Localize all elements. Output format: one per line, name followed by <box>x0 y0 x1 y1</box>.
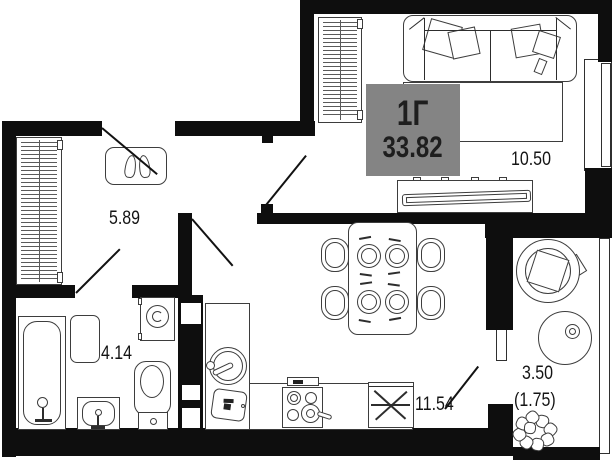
washer-bracket <box>138 298 142 305</box>
hood-panel <box>287 377 319 386</box>
wall-hall-top-right <box>175 121 315 136</box>
chair-icon <box>417 238 445 272</box>
vent-shaft-cell <box>182 408 200 428</box>
stove-burner <box>290 394 298 402</box>
washbasin-tap-stem <box>97 416 99 428</box>
tv-stand-foot <box>471 177 479 181</box>
window-icon <box>601 63 611 167</box>
vent-shaft-cell <box>182 385 200 400</box>
hallway-area-label: 5.89 <box>109 208 141 229</box>
wardrobe-bracket <box>57 272 63 283</box>
living-room-area-label: 10.50 <box>511 149 551 170</box>
plant-leaf <box>523 421 537 435</box>
unit-type-label: 1Г <box>397 94 429 133</box>
wall-balcony-left <box>486 213 513 330</box>
wall-balcony-step <box>488 404 513 456</box>
wall-bathroom-top-left <box>14 285 75 298</box>
chair-inner <box>421 290 441 316</box>
wardrobe-bracket <box>57 140 63 150</box>
pillow-icon <box>447 26 481 60</box>
tv-stand-foot <box>441 177 449 181</box>
water-heater-icon <box>70 315 100 363</box>
wardrobe-spine <box>39 140 40 282</box>
washbasin-tap-bar <box>91 426 105 429</box>
bathtub-tap <box>42 408 44 420</box>
vent-shaft-cell <box>181 303 201 324</box>
balcony-area-label: 3.50 <box>522 363 554 384</box>
bathroom-area-label: 4.14 <box>101 343 133 364</box>
wall-bottom <box>2 428 513 456</box>
table-center-mark <box>569 328 576 335</box>
wall-right-upper <box>598 0 612 62</box>
fridge-line <box>369 386 413 387</box>
washbasin-tap <box>95 409 102 416</box>
round-chair-inner <box>525 248 571 294</box>
unit-total-area: 33.82 <box>382 131 444 164</box>
board-hole <box>240 403 246 409</box>
wall-hall-top-left <box>2 121 102 136</box>
wall-top <box>300 0 612 14</box>
bathtub-drain <box>37 397 48 408</box>
shoe-cabinet-icon <box>105 147 167 185</box>
bathtub-inner <box>23 321 61 425</box>
stove-burner <box>287 409 299 421</box>
balcony-door-frame <box>496 327 507 361</box>
kitchen-area-label: 11.54 <box>415 394 454 415</box>
round-table-icon <box>538 311 592 365</box>
door-swing-bathroom <box>75 248 121 294</box>
wardrobe-spine <box>340 20 341 120</box>
wardrobe-bracket <box>357 19 363 29</box>
chair-inner <box>325 290 345 316</box>
washing-machine-drum <box>152 311 163 322</box>
balcony-coefficient-label: (1.75) <box>514 390 556 411</box>
pan-inner <box>306 409 315 418</box>
wall-bathroom-top-right <box>132 285 178 298</box>
washer-bracket <box>138 333 142 340</box>
plate-inner <box>389 294 405 310</box>
sofa-backrest-line <box>424 30 556 31</box>
wall-stub-door <box>261 204 273 214</box>
board-item <box>223 403 232 411</box>
wardrobe-icon <box>16 137 62 285</box>
cutting-board-icon <box>210 387 248 423</box>
door-swing-kitchen <box>191 218 234 267</box>
sink-tap <box>206 361 215 370</box>
sofa-seat-divider <box>490 31 491 81</box>
stove-burner <box>287 391 301 405</box>
chair-icon <box>321 286 349 320</box>
chair-icon <box>417 286 445 320</box>
unit-area-badge: 1Г 33.82 <box>366 84 460 176</box>
plate-inner <box>361 294 377 310</box>
board-item <box>223 398 234 404</box>
stove-burner <box>305 392 317 404</box>
wall-hall-kitchen <box>178 213 192 295</box>
plate-inner <box>361 248 377 264</box>
table-center-mark <box>565 324 580 339</box>
dining-table-icon <box>348 222 417 335</box>
chair-inner <box>421 242 441 268</box>
washing-machine-door <box>146 305 169 328</box>
wall-living-left <box>300 0 314 136</box>
toilet-button <box>150 418 157 425</box>
hood-mark <box>293 380 303 384</box>
chair-icon <box>321 238 349 272</box>
bathtub-tap-bar <box>35 419 52 422</box>
wardrobe-icon <box>318 17 362 123</box>
plate-inner <box>389 248 405 264</box>
toilet-bowl <box>140 365 164 398</box>
wall-living-kitchen <box>257 213 612 224</box>
wall-left <box>2 121 16 457</box>
wardrobe-bracket <box>357 110 363 120</box>
tv-stand-foot <box>413 177 421 181</box>
sofa-armrest-line <box>424 18 425 80</box>
sofa-armrest-line <box>556 18 557 80</box>
door-swing-living <box>261 154 307 211</box>
balcony-glazing <box>599 238 610 454</box>
tv-screen-line <box>405 192 528 204</box>
wall-stub-hall <box>262 135 273 143</box>
tv-stand-foot <box>499 177 507 181</box>
chair-inner <box>325 242 345 268</box>
